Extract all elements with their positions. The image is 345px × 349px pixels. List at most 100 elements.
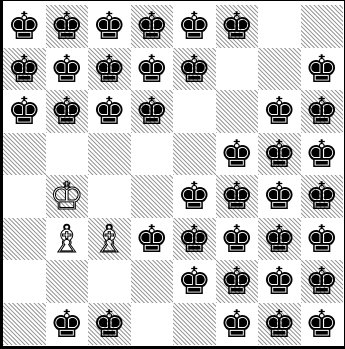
square-h5[interactable]: ♚ xyxy=(301,133,344,176)
square-b3[interactable]: ♗ xyxy=(46,218,89,261)
white-bishop-icon[interactable]: ♗ xyxy=(50,220,84,258)
square-c4[interactable] xyxy=(88,175,131,218)
black-king-icon[interactable]: ♚ xyxy=(220,305,254,343)
square-g3[interactable]: ♚ xyxy=(258,218,301,261)
square-d4[interactable] xyxy=(131,175,174,218)
square-e7[interactable]: ♚ xyxy=(173,48,216,91)
square-a3[interactable] xyxy=(3,218,46,261)
square-f3[interactable]: ♚ xyxy=(216,218,259,261)
square-d6[interactable]: ♚ xyxy=(131,90,174,133)
square-h1[interactable]: ♚ xyxy=(301,303,344,346)
black-king-icon[interactable]: ♚ xyxy=(135,92,169,130)
square-c7[interactable]: ♚ xyxy=(88,48,131,91)
square-d8[interactable]: ♚ xyxy=(131,5,174,48)
square-a6[interactable]: ♚ xyxy=(3,90,46,133)
square-e5[interactable] xyxy=(173,133,216,176)
square-d1[interactable] xyxy=(131,303,174,346)
black-king-icon[interactable]: ♚ xyxy=(177,177,211,215)
black-king-icon[interactable]: ♚ xyxy=(92,305,126,343)
black-king-icon[interactable]: ♚ xyxy=(305,177,339,215)
square-b1[interactable]: ♚ xyxy=(46,303,89,346)
square-e1[interactable] xyxy=(173,303,216,346)
square-h8[interactable] xyxy=(301,5,344,48)
square-c2[interactable] xyxy=(88,260,131,303)
black-king-icon[interactable]: ♚ xyxy=(262,220,296,258)
black-king-icon[interactable]: ♚ xyxy=(92,7,126,45)
square-f7[interactable] xyxy=(216,48,259,91)
black-king-icon[interactable]: ♚ xyxy=(135,50,169,88)
black-king-icon[interactable]: ♚ xyxy=(50,92,84,130)
black-king-icon[interactable]: ♚ xyxy=(177,7,211,45)
square-g8[interactable] xyxy=(258,5,301,48)
black-king-icon[interactable]: ♚ xyxy=(7,50,41,88)
black-king-icon[interactable]: ♚ xyxy=(220,7,254,45)
square-e2[interactable]: ♚ xyxy=(173,260,216,303)
white-king-icon[interactable]: ♔ xyxy=(50,177,84,215)
black-king-icon[interactable]: ♚ xyxy=(220,262,254,300)
black-king-icon[interactable]: ♚ xyxy=(92,50,126,88)
square-a1[interactable] xyxy=(3,303,46,346)
square-e8[interactable]: ♚ xyxy=(173,5,216,48)
square-g4[interactable]: ♚ xyxy=(258,175,301,218)
square-b5[interactable] xyxy=(46,133,89,176)
square-c8[interactable]: ♚ xyxy=(88,5,131,48)
square-b4[interactable]: ♔ xyxy=(46,175,89,218)
black-king-icon[interactable]: ♚ xyxy=(262,177,296,215)
square-g6[interactable]: ♚ xyxy=(258,90,301,133)
square-b6[interactable]: ♚ xyxy=(46,90,89,133)
square-g2[interactable]: ♚ xyxy=(258,260,301,303)
square-d5[interactable] xyxy=(131,133,174,176)
black-king-icon[interactable]: ♚ xyxy=(177,50,211,88)
square-f2[interactable]: ♚ xyxy=(216,260,259,303)
black-king-icon[interactable]: ♚ xyxy=(305,220,339,258)
square-h7[interactable]: ♚ xyxy=(301,48,344,91)
square-g5[interactable]: ♚ xyxy=(258,133,301,176)
square-a8[interactable]: ♚ xyxy=(3,5,46,48)
black-king-icon[interactable]: ♚ xyxy=(220,220,254,258)
square-a7[interactable]: ♚ xyxy=(3,48,46,91)
black-king-icon[interactable]: ♚ xyxy=(50,305,84,343)
black-king-icon[interactable]: ♚ xyxy=(220,177,254,215)
square-h2[interactable]: ♚ xyxy=(301,260,344,303)
black-king-icon[interactable]: ♚ xyxy=(262,135,296,173)
square-f1[interactable]: ♚ xyxy=(216,303,259,346)
black-king-icon[interactable]: ♚ xyxy=(262,262,296,300)
black-king-icon[interactable]: ♚ xyxy=(92,92,126,130)
square-a5[interactable] xyxy=(3,133,46,176)
black-king-icon[interactable]: ♚ xyxy=(305,92,339,130)
white-bishop-icon[interactable]: ♗ xyxy=(92,220,126,258)
square-c5[interactable] xyxy=(88,133,131,176)
black-king-icon[interactable]: ♚ xyxy=(177,262,211,300)
square-a2[interactable] xyxy=(3,260,46,303)
square-d2[interactable] xyxy=(131,260,174,303)
black-king-icon[interactable]: ♚ xyxy=(135,220,169,258)
square-g1[interactable]: ♚ xyxy=(258,303,301,346)
square-f8[interactable]: ♚ xyxy=(216,5,259,48)
square-c6[interactable]: ♚ xyxy=(88,90,131,133)
black-king-icon[interactable]: ♚ xyxy=(50,7,84,45)
black-king-icon[interactable]: ♚ xyxy=(305,135,339,173)
square-c3[interactable]: ♗ xyxy=(88,218,131,261)
square-g7[interactable] xyxy=(258,48,301,91)
square-b2[interactable] xyxy=(46,260,89,303)
black-king-icon[interactable]: ♚ xyxy=(220,135,254,173)
black-king-icon[interactable]: ♚ xyxy=(135,7,169,45)
square-e6[interactable] xyxy=(173,90,216,133)
black-king-icon[interactable]: ♚ xyxy=(262,305,296,343)
black-king-icon[interactable]: ♚ xyxy=(7,7,41,45)
square-d7[interactable]: ♚ xyxy=(131,48,174,91)
square-f6[interactable] xyxy=(216,90,259,133)
black-king-icon[interactable]: ♚ xyxy=(305,262,339,300)
square-f4[interactable]: ♚ xyxy=(216,175,259,218)
chess-board[interactable]: ♚♚♚♚♚♚♚♚♚♚♚♚♚♚♚♚♚♚♚♚♚♔♚♚♚♚♗♗♚♚♚♚♚♚♚♚♚♚♚♚… xyxy=(3,5,343,345)
black-king-icon[interactable]: ♚ xyxy=(305,50,339,88)
square-b7[interactable]: ♚ xyxy=(46,48,89,91)
square-b8[interactable]: ♚ xyxy=(46,5,89,48)
square-e3[interactable]: ♚ xyxy=(173,218,216,261)
square-h3[interactable]: ♚ xyxy=(301,218,344,261)
square-a4[interactable] xyxy=(3,175,46,218)
square-f5[interactable]: ♚ xyxy=(216,133,259,176)
square-h4[interactable]: ♚ xyxy=(301,175,344,218)
black-king-icon[interactable]: ♚ xyxy=(50,50,84,88)
square-e4[interactable]: ♚ xyxy=(173,175,216,218)
